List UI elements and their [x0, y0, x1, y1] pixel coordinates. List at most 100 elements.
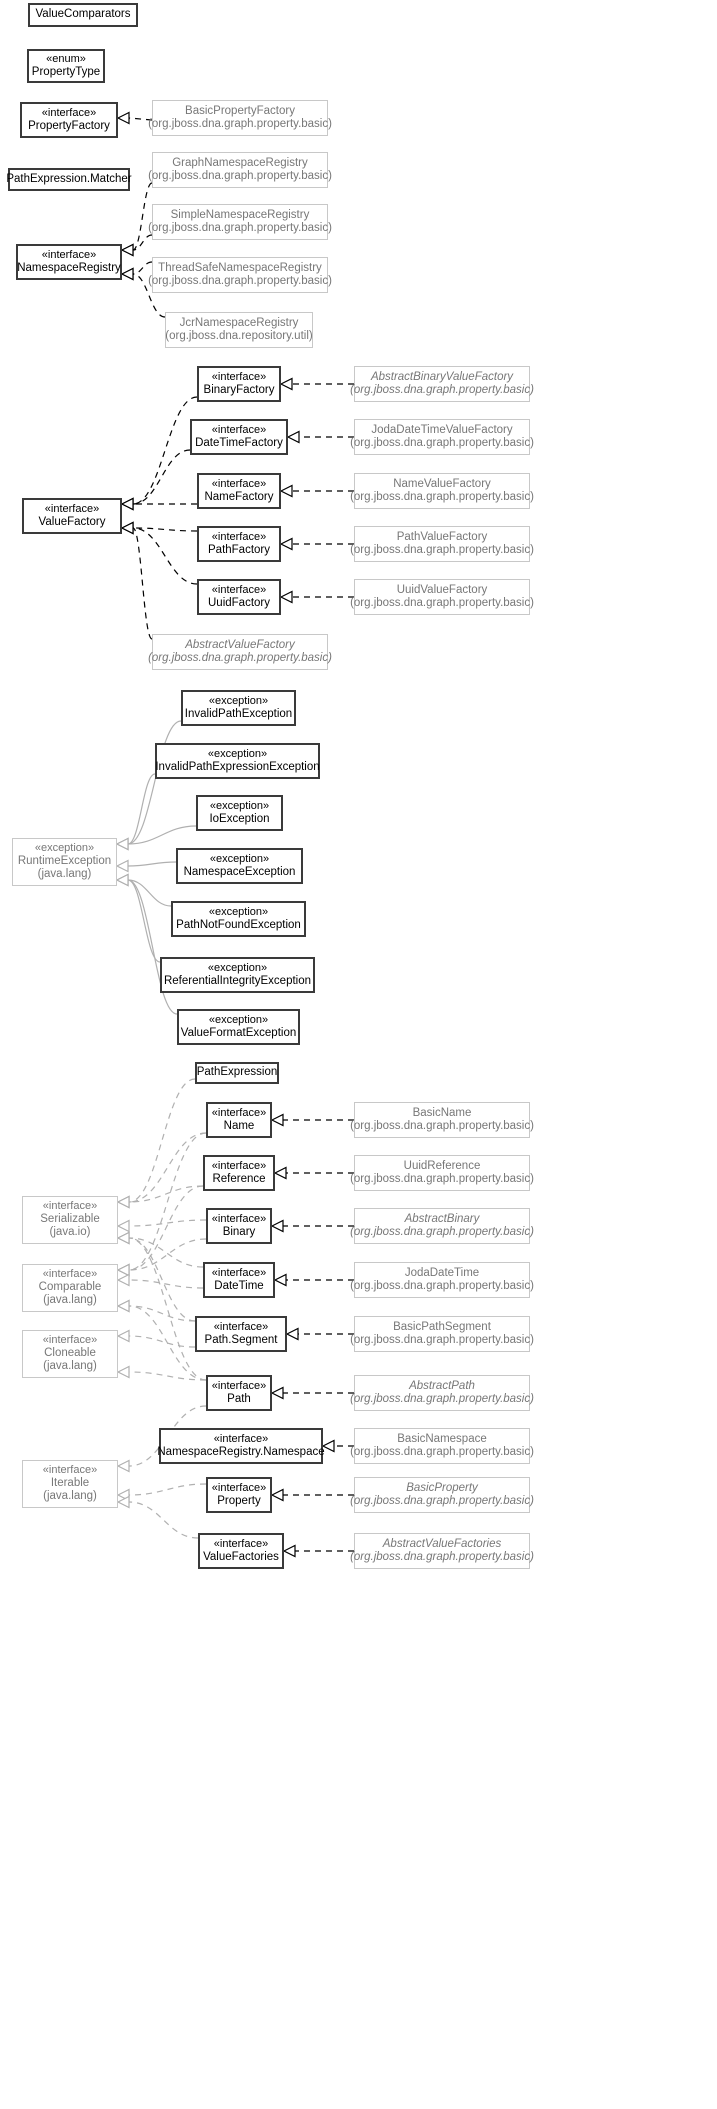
stereotype-label: «interface» [211, 424, 267, 437]
arrowhead-realization-light [116, 1231, 130, 1245]
class-node-invalidpathexception[interactable]: «exception»InvalidPathException [181, 690, 296, 726]
class-node-propertytype[interactable]: «enum»PropertyType [27, 49, 105, 83]
edge-datetime-to-serializable [128, 1237, 204, 1268]
package-label: (org.jboss.dna.graph.property.basic) [350, 491, 534, 503]
arrowhead-generalization [115, 873, 129, 887]
class-node-jodadatetime[interactable]: JodaDateTime(org.jboss.dna.graph.propert… [350, 1262, 534, 1298]
class-node-valuecomparators[interactable]: ValueComparators [28, 3, 138, 27]
arrowhead-realization-light [116, 1219, 130, 1233]
class-node-abstractvaluefactories[interactable]: AbstractValueFactories(org.jboss.dna.gra… [350, 1533, 534, 1569]
arrowhead-realization [120, 497, 134, 511]
class-node-datetimefactory[interactable]: «interface»DateTimeFactory [190, 419, 288, 455]
arrowhead-realization [279, 590, 293, 604]
stereotype-label: «exception» [208, 1014, 269, 1027]
class-node-binaryfactory[interactable]: «interface»BinaryFactory [197, 366, 281, 402]
edge-binary-to-comparable [128, 1238, 207, 1271]
class-node-jcrnamespaceregistry[interactable]: JcrNamespaceRegistry(org.jboss.dna.repos… [165, 312, 313, 348]
package-label: (org.jboss.dna.graph.property.basic) [350, 1334, 534, 1346]
class-name-label: AbstractPath [409, 1379, 475, 1392]
stereotype-label: «interface» [41, 107, 97, 120]
class-name-label: PathValueFactory [396, 530, 488, 543]
class-name-label: NameFactory [204, 490, 274, 503]
class-node-cloneable[interactable]: «interface»Cloneable(java.lang) [22, 1330, 118, 1378]
class-node-binary[interactable]: «interface»Binary [206, 1208, 272, 1244]
edge-pathsegment-to-serializable [128, 1237, 196, 1322]
edge-namespaceexception-to-runtimeexception [127, 861, 177, 867]
class-node-iterable[interactable]: «interface»Iterable(java.lang) [22, 1460, 118, 1508]
stereotype-label: «exception» [34, 842, 95, 855]
class-name-label: Iterable [50, 1477, 90, 1490]
stereotype-label: «interface» [211, 584, 267, 597]
class-node-uuidvaluefactory[interactable]: UuidValueFactory(org.jboss.dna.graph.pro… [350, 579, 534, 615]
class-node-abstractpath[interactable]: AbstractPath(org.jboss.dna.graph.propert… [350, 1375, 534, 1411]
package-label: (org.jboss.dna.graph.property.basic) [148, 652, 332, 664]
arrowhead-generalization [115, 873, 129, 887]
package-label: (org.jboss.dna.graph.property.basic) [350, 597, 534, 609]
class-node-valuefactories[interactable]: «interface»ValueFactories [198, 1533, 284, 1569]
class-name-label: JcrNamespaceRegistry [179, 316, 299, 329]
class-node-comparable[interactable]: «interface»Comparable(java.lang) [22, 1264, 118, 1312]
class-node-property[interactable]: «interface»Property [206, 1477, 272, 1513]
class-node-valuefactory[interactable]: «interface»ValueFactory [22, 498, 122, 534]
arrowhead-realization [120, 267, 134, 281]
class-name-label: PropertyType [31, 65, 101, 78]
class-node-basicpropertyfactory[interactable]: BasicPropertyFactory(org.jboss.dna.graph… [148, 100, 332, 136]
arrowhead-realization [120, 243, 134, 257]
class-name-label: Name [223, 1119, 255, 1132]
class-node-basicpathsegment[interactable]: BasicPathSegment(org.jboss.dna.graph.pro… [350, 1316, 534, 1352]
class-node-abstractvaluefactory[interactable]: AbstractValueFactory(org.jboss.dna.graph… [148, 634, 332, 670]
class-node-namespaceexception[interactable]: «exception»NamespaceException [176, 848, 303, 884]
class-node-uuidreference[interactable]: UuidReference(org.jboss.dna.graph.proper… [350, 1155, 534, 1191]
class-node-pathvaluefactory[interactable]: PathValueFactory(org.jboss.dna.graph.pro… [350, 526, 534, 562]
class-node-basicproperty[interactable]: BasicProperty(org.jboss.dna.graph.proper… [350, 1477, 534, 1513]
package-label: (org.jboss.dna.graph.property.basic) [350, 1120, 534, 1132]
class-node-basicname[interactable]: BasicName(org.jboss.dna.graph.property.b… [350, 1102, 534, 1138]
class-node-pathexpressionmatcher[interactable]: PathExpression.Matcher [6, 168, 132, 191]
class-node-namespaceregistry[interactable]: «interface»NamespaceRegistry [16, 244, 122, 280]
edge-abstractvaluefactory-to-valuefactory [132, 527, 153, 640]
class-node-abstractbinary[interactable]: AbstractBinary(org.jboss.dna.graph.prope… [350, 1208, 534, 1244]
class-node-serializable[interactable]: «interface»Serializable(java.io) [22, 1196, 118, 1244]
package-label: (org.jboss.dna.repository.util) [165, 330, 313, 342]
edge-invalidpathexpressionexception-to-runtimeexception [127, 773, 156, 845]
class-node-valueformatexception[interactable]: «exception»ValueFormatException [177, 1009, 300, 1045]
class-name-label: NamespaceException [183, 865, 296, 878]
class-node-uuidfactory[interactable]: «interface»UuidFactory [197, 579, 281, 615]
arrowhead-realization [321, 1439, 335, 1453]
class-node-path[interactable]: «interface»Path [206, 1375, 272, 1411]
class-node-simplenamespaceregistry[interactable]: SimpleNamespaceRegistry(org.jboss.dna.gr… [148, 204, 332, 240]
class-node-pathfactory[interactable]: «interface»PathFactory [197, 526, 281, 562]
class-node-namefactory[interactable]: «interface»NameFactory [197, 473, 281, 509]
class-name-label: UuidReference [403, 1159, 481, 1172]
class-node-propertyfactory[interactable]: «interface»PropertyFactory [20, 102, 118, 138]
class-name-label: ValueFormatException [180, 1026, 297, 1039]
class-node-pathexpression[interactable]: PathExpression [195, 1062, 279, 1084]
class-name-label: Binary [222, 1225, 256, 1238]
class-node-namevaluefactory[interactable]: NameValueFactory(org.jboss.dna.graph.pro… [350, 473, 534, 509]
class-node-runtimeexception[interactable]: «exception»RuntimeException(java.lang) [12, 838, 117, 886]
class-node-datetime[interactable]: «interface»DateTime [203, 1262, 275, 1298]
class-node-pathsegment[interactable]: «interface»Path.Segment [195, 1316, 287, 1352]
edge-datetimefactory-to-valuefactory [132, 449, 191, 505]
class-node-referentialintegrityexception[interactable]: «exception»ReferentialIntegrityException [160, 957, 315, 993]
edge-datetime-to-comparable [128, 1279, 204, 1289]
class-node-namespaceregistrynamespace[interactable]: «interface»NamespaceRegistry.Namespace [157, 1428, 325, 1464]
class-node-abstractbinaryvaluefactory[interactable]: AbstractBinaryValueFactory(org.jboss.dna… [350, 366, 534, 402]
class-name-label: BasicName [412, 1106, 472, 1119]
class-node-basicnamespace[interactable]: BasicNamespace(org.jboss.dna.graph.prope… [350, 1428, 534, 1464]
class-name-label: PathExpression.Matcher [6, 172, 132, 185]
class-node-name[interactable]: «interface»Name [206, 1102, 272, 1138]
class-node-ioexception[interactable]: «exception»IoException [196, 795, 283, 831]
class-name-label: AbstractValueFactories [382, 1537, 502, 1550]
arrowhead-realization [120, 521, 134, 535]
class-node-threadsafenamespaceregistry[interactable]: ThreadSafeNamespaceRegistry(org.jboss.dn… [148, 257, 332, 293]
class-node-reference[interactable]: «interface»Reference [203, 1155, 275, 1191]
class-node-graphnamespaceregistry[interactable]: GraphNamespaceRegistry(org.jboss.dna.gra… [148, 152, 332, 188]
class-node-invalidpathexpressionexception[interactable]: «exception»InvalidPathExpressionExceptio… [155, 743, 320, 779]
edge-pathexpression-to-serializable [128, 1078, 196, 1203]
class-node-jodadatetimevaluefactory[interactable]: JodaDateTimeValueFactory(org.jboss.dna.g… [350, 419, 534, 455]
stereotype-label: «interface» [213, 1433, 269, 1446]
class-node-pathnotfoundexception[interactable]: «exception»PathNotFoundException [171, 901, 306, 937]
class-name-label: Cloneable [44, 1347, 96, 1360]
package-label: (org.jboss.dna.graph.property.basic) [350, 437, 534, 449]
